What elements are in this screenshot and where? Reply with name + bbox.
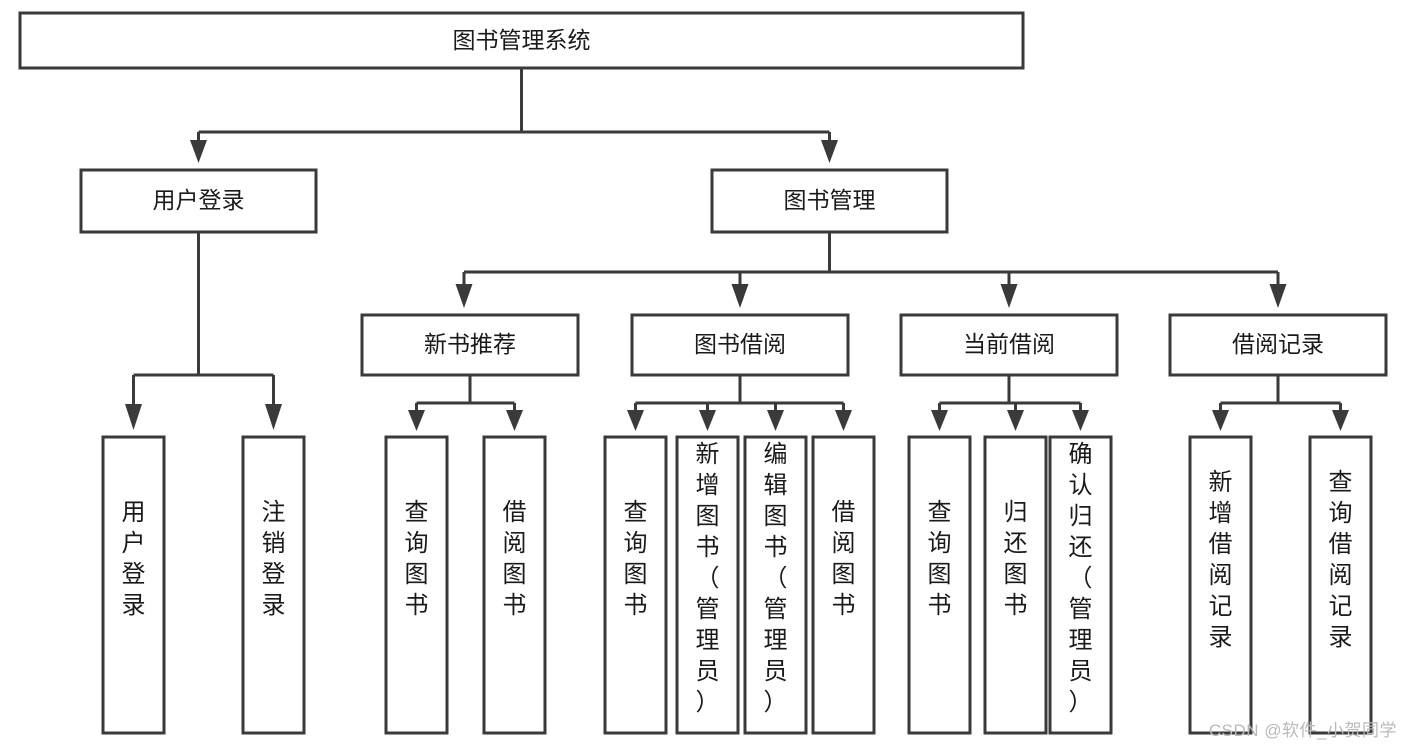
arrowhead-leaf-query-book-3	[931, 410, 948, 431]
leaf-label: 注销登录	[262, 499, 286, 619]
leaf-box[interactable]	[384, 435, 449, 735]
connector-root-to-level2	[190, 68, 838, 163]
connector-borrowrecord-to-leaves	[1212, 375, 1349, 431]
leaf-confirm-return-admin[interactable]: 确认归还（管理员）	[1048, 435, 1113, 735]
leaf-label: 归还图书	[1004, 499, 1028, 619]
arrowhead-book-borrow	[731, 284, 749, 308]
leaf-query-book-newbook[interactable]: 查询图书	[384, 435, 449, 735]
new-book-recommend-box[interactable]	[360, 313, 580, 377]
leaf-label: 编辑图书（管理员）	[764, 441, 788, 716]
csdn-watermark: CSDN @软件_小贺同学	[1208, 721, 1397, 740]
leaf-box[interactable]	[811, 435, 876, 735]
leaf-box[interactable]	[907, 435, 972, 735]
leaf-borrow-book-borrow[interactable]: 借阅图书	[811, 435, 876, 735]
leaf-add-borrow-record[interactable]: 新增借阅记录	[1188, 435, 1253, 735]
leaf-label: 查询借阅记录	[1329, 469, 1353, 651]
arrowhead-newbook-rec	[455, 284, 473, 308]
leaf-box[interactable]	[101, 435, 166, 735]
leaf-box[interactable]	[482, 435, 547, 735]
connector-bookmgmt-to-level3	[455, 232, 1287, 308]
node-book-management[interactable]: 图书管理	[710, 168, 949, 234]
current-borrow-box[interactable]	[899, 313, 1119, 377]
arrowhead-book-mgmt	[821, 140, 838, 163]
node-root-system[interactable]: 图书管理系统	[18, 11, 1025, 70]
arrowhead-leaf-edit-book	[767, 410, 784, 431]
leaf-label: 借阅图书	[832, 499, 856, 619]
leaf-label: 用户登录	[122, 499, 146, 619]
new-book-recommend-label: 新书推荐	[424, 331, 516, 357]
arrowhead-leaf-query-book-2	[627, 410, 644, 431]
node-borrow-record[interactable]: 借阅记录	[1168, 313, 1388, 377]
leaf-edit-book-admin[interactable]: 编辑图书（管理员）	[743, 435, 808, 735]
arrowhead-current-borrow	[1000, 284, 1018, 308]
leaf-box[interactable]	[241, 435, 306, 735]
arrowhead-leaf-query-record	[1332, 410, 1349, 431]
arrowhead-leaf-return-book	[1007, 410, 1024, 431]
node-current-borrow[interactable]: 当前借阅	[899, 313, 1119, 377]
borrow-record-label: 借阅记录	[1232, 331, 1324, 357]
arrowhead-leaf-logout	[265, 404, 282, 430]
leaf-logout[interactable]: 注销登录	[241, 435, 306, 735]
borrow-record-box[interactable]	[1168, 313, 1388, 377]
leaf-box[interactable]	[1188, 435, 1253, 735]
leaf-label: 查询图书	[624, 499, 648, 619]
leaf-box[interactable]	[1048, 435, 1113, 735]
node-new-book-recommend[interactable]: 新书推荐	[360, 313, 580, 377]
root-label: 图书管理系统	[453, 27, 591, 53]
leaf-label: 查询图书	[405, 499, 429, 619]
arrowhead-leaf-add-book	[699, 410, 716, 431]
connector-bookborrow-to-leaves	[627, 375, 852, 431]
root-box[interactable]	[18, 11, 1025, 70]
leaf-return-book[interactable]: 归还图书	[983, 435, 1048, 735]
user-login-label: 用户登录	[153, 187, 245, 213]
current-borrow-label: 当前借阅	[963, 331, 1055, 357]
leaf-label: 借阅图书	[503, 499, 527, 619]
connector-userlogin-to-leaves	[125, 232, 282, 430]
leaf-box[interactable]	[1308, 435, 1373, 735]
arrowhead-leaf-add-record	[1212, 410, 1229, 431]
arrowhead-borrow-record	[1269, 284, 1287, 308]
leaf-user-login[interactable]: 用户登录	[101, 435, 166, 735]
leaf-query-book-current[interactable]: 查询图书	[907, 435, 972, 735]
connector-currentborrow-to-leaves	[931, 375, 1089, 431]
leaf-borrow-book-newbook[interactable]: 借阅图书	[482, 435, 547, 735]
leaf-add-book-admin[interactable]: 新增图书（管理员）	[675, 435, 740, 735]
leaf-query-book-borrow[interactable]: 查询图书	[603, 435, 668, 735]
arrowhead-user-login	[190, 140, 207, 163]
leaf-box[interactable]	[603, 435, 668, 735]
book-management-label: 图书管理	[784, 187, 876, 213]
connector-newbook-to-leaves	[408, 375, 523, 431]
node-book-borrow[interactable]: 图书借阅	[630, 313, 850, 377]
arrowhead-leaf-borrow-book-1	[506, 410, 523, 431]
book-management-box[interactable]	[710, 168, 949, 234]
leaf-box[interactable]	[743, 435, 808, 735]
node-user-login[interactable]: 用户登录	[79, 168, 318, 234]
arrowhead-leaf-borrow-book-2	[835, 410, 852, 431]
leaf-box[interactable]	[983, 435, 1048, 735]
arrowhead-leaf-user-login	[125, 404, 142, 430]
leaf-box[interactable]	[675, 435, 740, 735]
arrowhead-leaf-confirm-return	[1072, 410, 1089, 431]
user-login-box[interactable]	[79, 168, 318, 234]
leaf-label: 新增图书（管理员）	[696, 441, 720, 716]
leaf-label: 新增借阅记录	[1209, 469, 1233, 651]
leaf-label: 确认归还（管理员）	[1069, 441, 1093, 716]
leaf-label: 查询图书	[928, 499, 952, 619]
arrowhead-leaf-query-book-1	[408, 410, 425, 431]
leaf-query-borrow-record[interactable]: 查询借阅记录	[1308, 435, 1373, 735]
book-borrow-box[interactable]	[630, 313, 850, 377]
book-borrow-label: 图书借阅	[694, 331, 786, 357]
